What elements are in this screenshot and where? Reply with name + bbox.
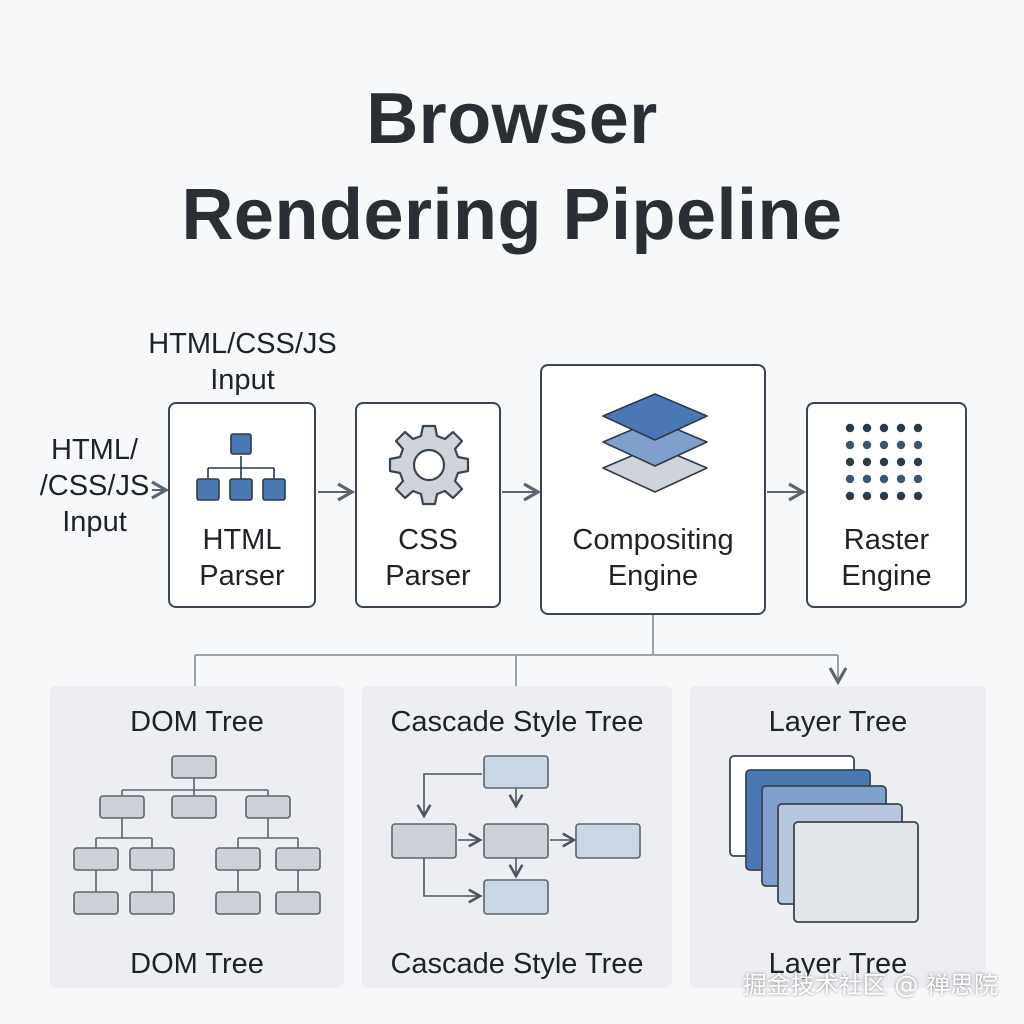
stage-raster-engine[interactable]: Raster Engine — [806, 402, 967, 608]
stage-css-parser-line-1: CSS — [398, 524, 458, 556]
input-label-left: HTML/ /CSS/JS Input — [22, 432, 167, 540]
gear-icon — [388, 424, 470, 506]
raster-dot — [845, 440, 855, 450]
stage-html-parser[interactable]: HTML Parser — [168, 402, 316, 608]
raster-dot — [879, 474, 889, 484]
input-label-top-line-2: Input — [210, 364, 275, 396]
stage-css-parser-line-2: Parser — [385, 560, 471, 592]
watermark: 掘金技术社区 @ 禅思院 — [742, 971, 998, 999]
panel-layer-tree-title: Layer Tree — [768, 706, 908, 738]
stage-raster-engine-line-2: Engine — [841, 560, 932, 592]
input-label-left-line-3: Input — [62, 506, 127, 538]
panel-dom-tree-title: DOM Tree — [130, 706, 264, 738]
title-line-1: Browser — [366, 79, 658, 159]
stage-html-parser-line-2: Parser — [199, 560, 285, 592]
cascade-style-diagram — [391, 755, 641, 915]
stage-html-parser-line-1: HTML — [202, 524, 282, 556]
raster-dot — [862, 457, 872, 467]
raster-dot — [896, 474, 906, 484]
raster-dot — [896, 423, 906, 433]
tree-icon — [196, 433, 286, 501]
panel-dom-tree-caption: DOM Tree — [130, 948, 264, 980]
raster-dot — [845, 423, 855, 433]
panel-layer-tree: Layer Tree Layer Tree — [690, 686, 986, 988]
stage-raster-engine-label: Raster Engine — [808, 522, 965, 594]
input-label-top: HTML/CSS/JS Input — [120, 326, 365, 398]
dot-grid-icon — [845, 423, 923, 501]
stage-raster-engine-line-1: Raster — [843, 524, 930, 556]
branch-connector — [194, 615, 848, 686]
raster-dot — [862, 474, 872, 484]
stage-compositing-engine-label: Compositing Engine — [542, 522, 764, 594]
raster-dot — [913, 474, 923, 484]
raster-dot — [845, 457, 855, 467]
stage-compositing-engine[interactable]: Compositing Engine — [540, 364, 766, 615]
panel-cascade-style-tree-caption: Cascade Style Tree — [390, 948, 644, 980]
raster-dot — [913, 423, 923, 433]
raster-dot — [913, 491, 923, 501]
raster-dot — [896, 440, 906, 450]
raster-dot — [879, 423, 889, 433]
raster-dot — [879, 457, 889, 467]
layer-stack-diagram — [729, 755, 919, 923]
panel-layer-tree-caption: Layer Tree — [768, 948, 908, 980]
panel-dom-tree: DOM Tree — [50, 686, 344, 988]
raster-dot — [913, 440, 923, 450]
raster-dot — [896, 457, 906, 467]
raster-dot — [862, 491, 872, 501]
stage-compositing-engine-line-1: Compositing — [572, 524, 734, 556]
panel-cascade-style-tree: Cascade Style Tree Cascade Style Tree — [362, 686, 672, 988]
title-line-2: Rendering Pipeline — [181, 175, 843, 255]
raster-dot — [862, 440, 872, 450]
stage-html-parser-label: HTML Parser — [170, 522, 314, 594]
raster-dot — [845, 474, 855, 484]
stage-css-parser[interactable]: CSS Parser — [355, 402, 501, 608]
raster-dot — [845, 491, 855, 501]
input-label-top-line-1: HTML/CSS/JS — [148, 328, 337, 360]
raster-dot — [896, 491, 906, 501]
dom-tree-diagram — [73, 755, 321, 915]
input-label-left-line-2: /CSS/JS — [39, 470, 150, 502]
stage-css-parser-label: CSS Parser — [357, 522, 499, 594]
raster-dot — [913, 457, 923, 467]
input-label-left-line-1: HTML/ — [51, 434, 138, 466]
stage-compositing-engine-line-2: Engine — [607, 560, 699, 592]
raster-dot — [879, 491, 889, 501]
panel-cascade-style-tree-title: Cascade Style Tree — [390, 706, 644, 738]
layers-icon — [602, 393, 708, 493]
raster-dot — [879, 440, 889, 450]
raster-dot — [862, 423, 872, 433]
